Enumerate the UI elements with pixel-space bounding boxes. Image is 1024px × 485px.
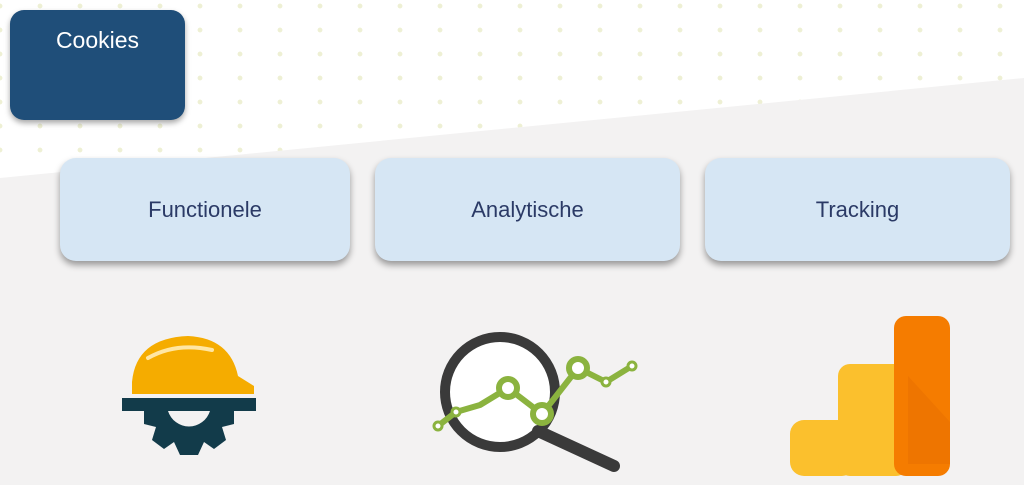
- category-card-analytische[interactable]: Analytische: [375, 158, 680, 261]
- page-title: Cookies: [55, 27, 140, 53]
- hardhat-shape: [132, 336, 254, 394]
- title-box: Cookies: [10, 10, 185, 120]
- hardhat-gear-icon: [122, 336, 256, 455]
- magnifier-chart-icon: [432, 332, 638, 472]
- analytics-bars-icon: [790, 316, 950, 476]
- category-label: Tracking: [815, 196, 900, 222]
- category-label: Functionele: [148, 196, 262, 222]
- gear-shape: [122, 398, 256, 455]
- category-card-tracking[interactable]: Tracking: [705, 158, 1010, 261]
- category-label: Analytische: [471, 196, 584, 222]
- category-card-functionele[interactable]: Functionele: [60, 158, 350, 261]
